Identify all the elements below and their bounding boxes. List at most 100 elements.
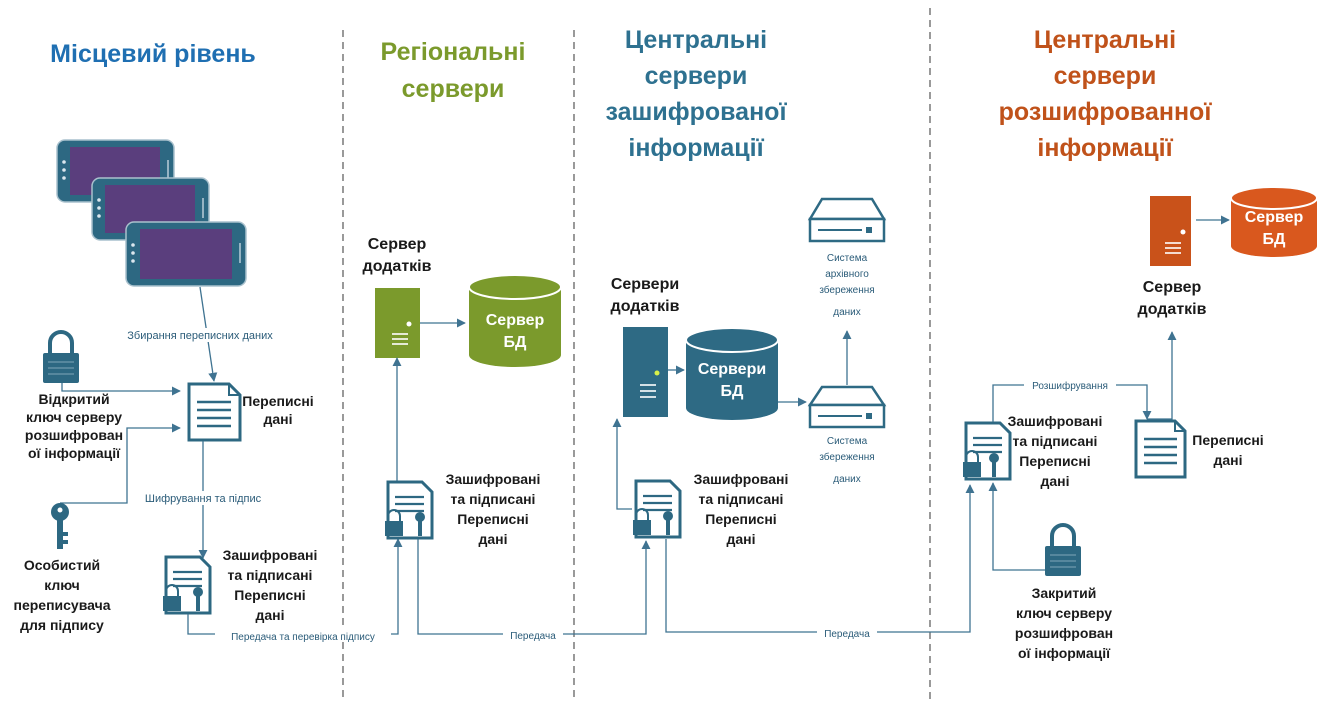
svg-text:сервери: сервери: [645, 62, 748, 90]
header-local: Місцевий рівень: [50, 40, 256, 68]
svg-text:та підписані: та підписані: [228, 567, 313, 583]
svg-text:Переписні: Переписні: [457, 511, 528, 527]
lock-icon: [43, 330, 79, 383]
svg-text:даних: даних: [833, 307, 861, 318]
census-data-label: Переписні дані: [242, 393, 313, 427]
regional-transfer-connector: [417, 539, 651, 635]
tablet-icon: [125, 221, 247, 287]
key-icon: [51, 503, 69, 549]
private-key-label: Особистий ключ переписувача для підпису: [14, 557, 111, 633]
svg-text:інформації: інформації: [628, 134, 764, 162]
closed-key-connector: [988, 482, 1045, 571]
public-key-label: Відкритий ключ серверу розшифрован ої ін…: [25, 391, 123, 461]
encrypted-document-icon: [385, 480, 434, 540]
svg-text:додатків: додатків: [1138, 301, 1207, 318]
svg-text:Переписні: Переписні: [1019, 453, 1090, 469]
svg-text:та підписані: та підписані: [1013, 433, 1098, 449]
svg-text:переписувача: переписувача: [14, 597, 111, 613]
encrypted-document-icon: [963, 421, 1012, 481]
storage-label: Система збереження даних: [819, 436, 874, 485]
lock-icon: [1045, 523, 1081, 576]
svg-text:ключ: ключ: [44, 577, 80, 593]
public-key-connector: [61, 383, 181, 396]
svg-text:зашифрованої: зашифрованої: [606, 98, 788, 126]
svg-text:ключ серверу: ключ серверу: [1016, 605, 1112, 621]
private-key-connector: [60, 423, 181, 504]
svg-text:Зашифровані: Зашифровані: [1008, 413, 1103, 429]
svg-text:Сервери: Сервери: [611, 276, 679, 293]
encrypted-document-icon: [633, 479, 682, 539]
svg-text:Зашифровані: Зашифровані: [694, 471, 789, 487]
svg-text:Сервер: Сервер: [1245, 209, 1304, 226]
document-icon: [187, 382, 242, 442]
svg-text:Зашифровані: Зашифровані: [223, 547, 318, 563]
svg-text:дані: дані: [263, 411, 292, 427]
svg-text:Зашифровані: Зашифровані: [446, 471, 541, 487]
svg-text:додатків: додатків: [611, 298, 680, 315]
svg-text:Центральні: Центральні: [1034, 26, 1176, 54]
server-tower-icon: [1150, 196, 1191, 266]
svg-text:Відкритий: Відкритий: [38, 391, 109, 407]
decrypted-app-server-label: Сервер додатків: [1138, 279, 1207, 318]
database-icon: [1230, 186, 1318, 257]
central-transfer-connector: [665, 484, 975, 633]
central-db-label: Сервери БД: [698, 361, 766, 400]
server-tower-icon: [375, 288, 420, 358]
document-icon: [1134, 419, 1187, 479]
svg-text:Сервери: Сервери: [698, 361, 766, 378]
svg-text:Система: Система: [827, 253, 868, 264]
svg-text:архівного: архівного: [825, 269, 869, 280]
svg-text:та підписані: та підписані: [699, 491, 784, 507]
svg-text:Переписні: Переписні: [242, 393, 313, 409]
svg-text:дані: дані: [1213, 452, 1242, 468]
decrypted-encrypted-data-label: Зашифровані та підписані Переписні дані: [1008, 413, 1103, 489]
central-encrypted-data-label: Зашифровані та підписані Переписні дані: [694, 471, 789, 547]
svg-text:збереження: збереження: [819, 451, 874, 463]
svg-text:інформації: інформації: [1037, 134, 1173, 162]
svg-text:дані: дані: [478, 531, 507, 547]
svg-text:ої інформації: ої інформації: [28, 445, 121, 461]
storage-device-icon: [807, 385, 887, 429]
svg-text:та підписані: та підписані: [451, 491, 536, 507]
svg-text:дані: дані: [726, 531, 755, 547]
svg-text:БД: БД: [504, 334, 528, 351]
archive-storage-label: Система архівного збереження даних: [819, 253, 874, 318]
header-regional: Регіональні сервери: [381, 38, 526, 103]
svg-text:Особистий: Особистий: [24, 557, 100, 573]
svg-text:розшифрованної: розшифрованної: [999, 98, 1213, 126]
svg-text:Система: Система: [827, 436, 868, 447]
svg-text:збереження: збереження: [819, 284, 874, 296]
svg-text:БД: БД: [1263, 231, 1287, 248]
regional-db-label: Сервер БД: [486, 312, 545, 351]
encrypt-sign-label: Шифрування та підпис: [145, 493, 262, 505]
header-central-encrypted: Центральні сервери зашифрованої інформац…: [606, 26, 788, 162]
svg-text:Сервер: Сервер: [368, 236, 427, 253]
svg-text:Переписні: Переписні: [705, 511, 776, 527]
central-app-servers-label: Сервери додатків: [611, 276, 680, 315]
svg-text:даних: даних: [833, 474, 861, 485]
svg-text:розшифрован: розшифрован: [25, 427, 123, 443]
svg-text:Сервер: Сервер: [1143, 279, 1202, 296]
svg-text:Регіональні: Регіональні: [381, 38, 526, 66]
database-icon: [685, 327, 779, 420]
storage-device-icon: [807, 197, 887, 243]
regional-transfer-label: Передача: [510, 631, 556, 642]
encrypted-document-icon: [163, 555, 212, 615]
regional-encrypted-data-label: Зашифровані та підписані Переписні дані: [446, 471, 541, 547]
closed-key-label: Закритий ключ серверу розшифрован ої інф…: [1015, 585, 1113, 661]
central-transfer-label: Передача: [824, 629, 870, 640]
decrypt-label: Розшифрування: [1032, 380, 1108, 392]
svg-text:ої інформації: ої інформації: [1018, 645, 1111, 661]
svg-text:Переписні: Переписні: [1192, 432, 1263, 448]
header-central-decrypted: Центральні сервери розшифрованної інформ…: [999, 26, 1213, 162]
server-tower-icon: [623, 327, 668, 417]
svg-text:дані: дані: [1040, 473, 1069, 489]
regional-app-server-label: Сервер додатків: [363, 236, 432, 275]
local-encrypted-data-label: Зашифровані та підписані Переписні дані: [223, 547, 318, 623]
svg-text:сервери: сервери: [402, 75, 505, 103]
svg-text:ключ серверу: ключ серверу: [26, 409, 122, 425]
transfer-verify-label: Передача та перевірка підпису: [231, 632, 375, 643]
svg-text:Закритий: Закритий: [1032, 585, 1097, 601]
database-icon: [468, 274, 562, 367]
